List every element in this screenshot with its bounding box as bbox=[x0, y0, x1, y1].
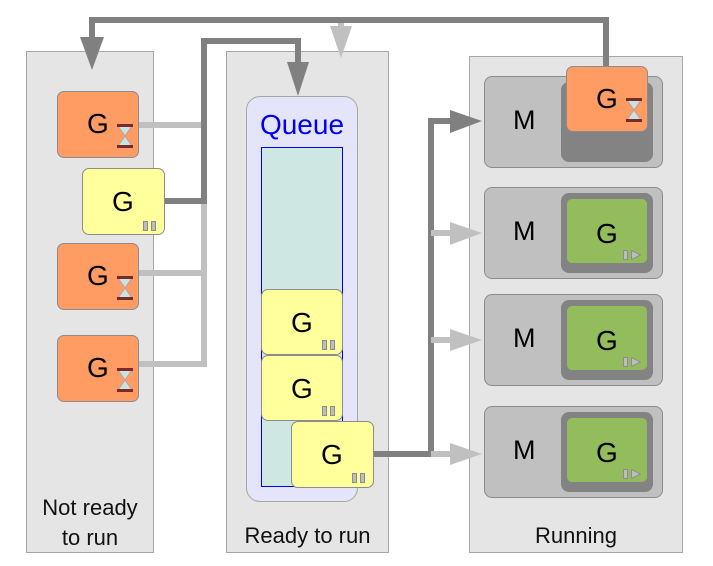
goroutine-waiting: G bbox=[57, 335, 139, 402]
play-icon-bar bbox=[623, 357, 628, 367]
hourglass-icon bbox=[117, 276, 133, 300]
pause-icon bbox=[322, 406, 327, 416]
goroutine-label: G bbox=[291, 373, 313, 404]
goroutine-label: G bbox=[596, 83, 618, 114]
goroutine-label: G bbox=[112, 186, 134, 217]
goroutine-waiting: G bbox=[57, 243, 139, 310]
goroutine-label: G bbox=[596, 437, 618, 468]
machine: M G bbox=[484, 406, 663, 498]
play-icon-bar bbox=[623, 469, 628, 479]
goroutine-label: G bbox=[87, 352, 109, 383]
goroutine-label: G bbox=[596, 218, 618, 249]
goroutine-waiting: G bbox=[57, 91, 139, 158]
hourglass-icon bbox=[626, 98, 642, 122]
pause-icon bbox=[330, 406, 335, 416]
not-ready-label-line2: to run bbox=[61, 525, 119, 550]
pause-icon bbox=[360, 473, 365, 483]
play-icon bbox=[631, 250, 641, 260]
queued-goroutine: G bbox=[261, 355, 343, 421]
pause-icon bbox=[322, 340, 327, 350]
goroutine-label: G bbox=[291, 307, 313, 338]
machine-label: M bbox=[513, 105, 536, 135]
machine: M G bbox=[484, 294, 663, 386]
pause-icon bbox=[352, 473, 357, 483]
dequeuing-goroutine: G bbox=[291, 421, 374, 488]
queued-goroutine: G bbox=[261, 289, 343, 355]
machine-label: M bbox=[513, 323, 536, 353]
play-icon bbox=[631, 357, 641, 367]
machine: M G bbox=[484, 187, 663, 279]
play-icon-bar bbox=[623, 250, 628, 260]
goroutine-blocking: G bbox=[566, 66, 648, 132]
machine-goroutine-slot: G bbox=[561, 193, 653, 273]
machine-goroutine-slot: G bbox=[561, 412, 653, 492]
goroutine-running: G bbox=[567, 418, 647, 482]
goroutine-label: G bbox=[321, 439, 343, 470]
machine-goroutine-slot: G bbox=[561, 300, 653, 380]
hourglass-icon bbox=[117, 368, 133, 392]
not-ready-label-line1: Not ready bbox=[42, 495, 138, 520]
running-label: Running bbox=[535, 523, 617, 548]
goroutine-label: G bbox=[87, 260, 109, 291]
pause-icon bbox=[143, 221, 148, 231]
goroutine-label: G bbox=[596, 325, 618, 356]
machine-label: M bbox=[513, 435, 536, 465]
queue-title: Queue bbox=[259, 109, 345, 140]
goroutine-running: G bbox=[567, 199, 647, 263]
pause-icon bbox=[330, 340, 335, 350]
pause-icon bbox=[151, 221, 156, 231]
machine-label: M bbox=[513, 216, 536, 246]
goroutine-running: G bbox=[567, 306, 647, 370]
ready-label: Ready to run bbox=[244, 523, 371, 548]
hourglass-icon bbox=[117, 124, 133, 148]
goroutine-label: G bbox=[87, 108, 109, 139]
goroutine-runnable: G bbox=[82, 168, 165, 235]
play-icon bbox=[631, 469, 641, 479]
schedule-options bbox=[431, 230, 452, 457]
